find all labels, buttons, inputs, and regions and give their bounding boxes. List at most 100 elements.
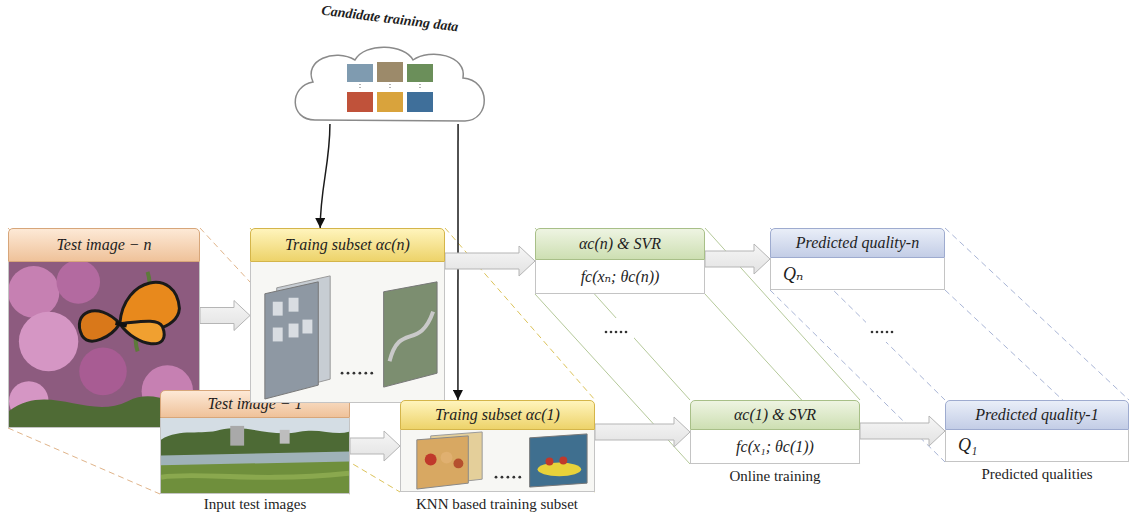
drawing-shape	[546, 458, 554, 466]
caption-row: KNN based training subset	[416, 496, 578, 513]
drawing-shape	[425, 454, 437, 466]
svr-box: αc(1) & SVR fc(x₁; θc(1))	[690, 400, 860, 464]
drawing-shape	[559, 457, 567, 465]
drawing-shape	[57, 262, 101, 304]
drawing-shape	[370, 372, 373, 375]
drawing-shape	[501, 476, 504, 479]
data-arrow	[320, 124, 330, 228]
drawing-shape	[512, 476, 515, 479]
drawing-shape	[19, 312, 78, 372]
drawing-shape	[289, 324, 299, 338]
quality-box: Predicted quality-1Q₁	[945, 400, 1129, 462]
drawing-shape	[401, 430, 594, 491]
panel-header: αc(n) & SVR	[535, 228, 705, 260]
header-text: Traing subset αc(1)	[435, 406, 560, 424]
drawing-shape	[605, 331, 608, 334]
caption: Predicted qualities	[981, 466, 1092, 482]
drawing-shape	[360, 84, 361, 90]
drawing-shape	[417, 436, 468, 489]
drawing-shape	[538, 462, 582, 476]
drawing-shape	[79, 347, 127, 395]
drawing-shape	[230, 426, 244, 446]
caption-row: Predicted qualities	[981, 466, 1092, 483]
drawing-shape	[358, 372, 361, 375]
drawing-shape	[9, 266, 59, 318]
formula-text: fc(x₁; θc(1))	[736, 438, 814, 456]
drawing-shape	[289, 298, 299, 312]
image-area	[160, 418, 350, 494]
header-text: Traing subset αc(n)	[285, 236, 410, 254]
quality-box: Predicted quality-nQₙ	[770, 228, 945, 290]
image-area	[250, 262, 445, 403]
drawing-shape	[161, 473, 349, 477]
drawing-shape	[420, 84, 421, 90]
drawing-shape	[302, 320, 312, 334]
training-subset-panel: Traing subset αc(1)	[400, 400, 595, 492]
drawing-shape	[353, 372, 356, 375]
drawing-shape	[945, 290, 1129, 462]
drawing-shape	[615, 331, 618, 334]
value-area: fc(xₙ; θc(n))	[535, 260, 705, 294]
drawing-shape	[364, 372, 367, 375]
quality-value: Qₙ	[783, 263, 803, 285]
block-arrow	[860, 416, 945, 446]
panel-header: αc(1) & SVR	[690, 400, 860, 430]
drawing-shape	[770, 228, 945, 400]
drawing-shape	[251, 262, 444, 402]
quality-value: Q₁	[958, 435, 977, 456]
drawing-shape	[886, 331, 889, 334]
value-area: Qₙ	[770, 258, 945, 290]
drawing-shape	[115, 320, 126, 329]
panel-header: Traing subset αc(1)	[400, 400, 595, 430]
drawing-shape	[265, 282, 318, 399]
drawing-shape	[507, 476, 510, 479]
drawing-shape	[610, 331, 613, 334]
block-arrow	[445, 246, 535, 276]
drawing-shape	[407, 64, 433, 82]
block-arrow	[350, 431, 400, 461]
drawing-shape	[73, 276, 189, 365]
drawing-shape	[377, 92, 403, 112]
drawing-shape	[273, 328, 283, 342]
drawing-shape	[881, 331, 884, 334]
drawing-shape	[876, 331, 879, 334]
drawing-shape	[441, 452, 453, 464]
value-area: Q₁	[945, 430, 1129, 462]
test-image-panel: Test image − 1	[160, 390, 350, 494]
training-images	[401, 430, 594, 491]
ellipsis-box	[600, 318, 634, 342]
caption: Online training	[729, 468, 820, 484]
header-text: Predicted quality-n	[796, 234, 919, 252]
drawing-shape	[495, 476, 498, 479]
formula-text: fc(xₙ; θc(n))	[581, 267, 660, 286]
drawing-shape	[625, 331, 628, 334]
cloud-title: Candidate training data	[321, 3, 460, 36]
ellipsis-box	[866, 318, 900, 342]
training-subset-panel: Traing subset αc(n)	[250, 228, 445, 403]
drawing-shape	[161, 461, 349, 493]
data-cloud: Candidate training data	[285, 0, 495, 124]
training-images	[251, 262, 444, 402]
value-area: fc(x₁; θc(1))	[690, 430, 860, 464]
landscape-photo	[161, 418, 349, 493]
drawing-shape	[453, 459, 463, 469]
drawing-shape	[384, 282, 437, 387]
drawing-shape	[600, 318, 634, 342]
block-arrow	[595, 417, 690, 447]
drawing-shape	[295, 47, 484, 121]
caption-row: Input test images	[204, 496, 306, 513]
header-text: αc(1) & SVR	[734, 406, 816, 424]
header-text: Predicted quality-1	[975, 406, 1098, 424]
drawing-shape	[620, 331, 623, 334]
drawing-shape	[866, 318, 900, 342]
drawing-shape	[407, 92, 433, 112]
block-arrow	[705, 244, 770, 274]
drawing-shape	[891, 331, 894, 334]
caption-row: Online training	[729, 468, 820, 485]
drawing-shape	[273, 302, 283, 316]
drawing-shape	[341, 372, 344, 375]
header-text: Test image − n	[56, 236, 151, 254]
drawing-shape	[530, 434, 587, 487]
panel-header: Predicted quality-n	[770, 228, 945, 258]
